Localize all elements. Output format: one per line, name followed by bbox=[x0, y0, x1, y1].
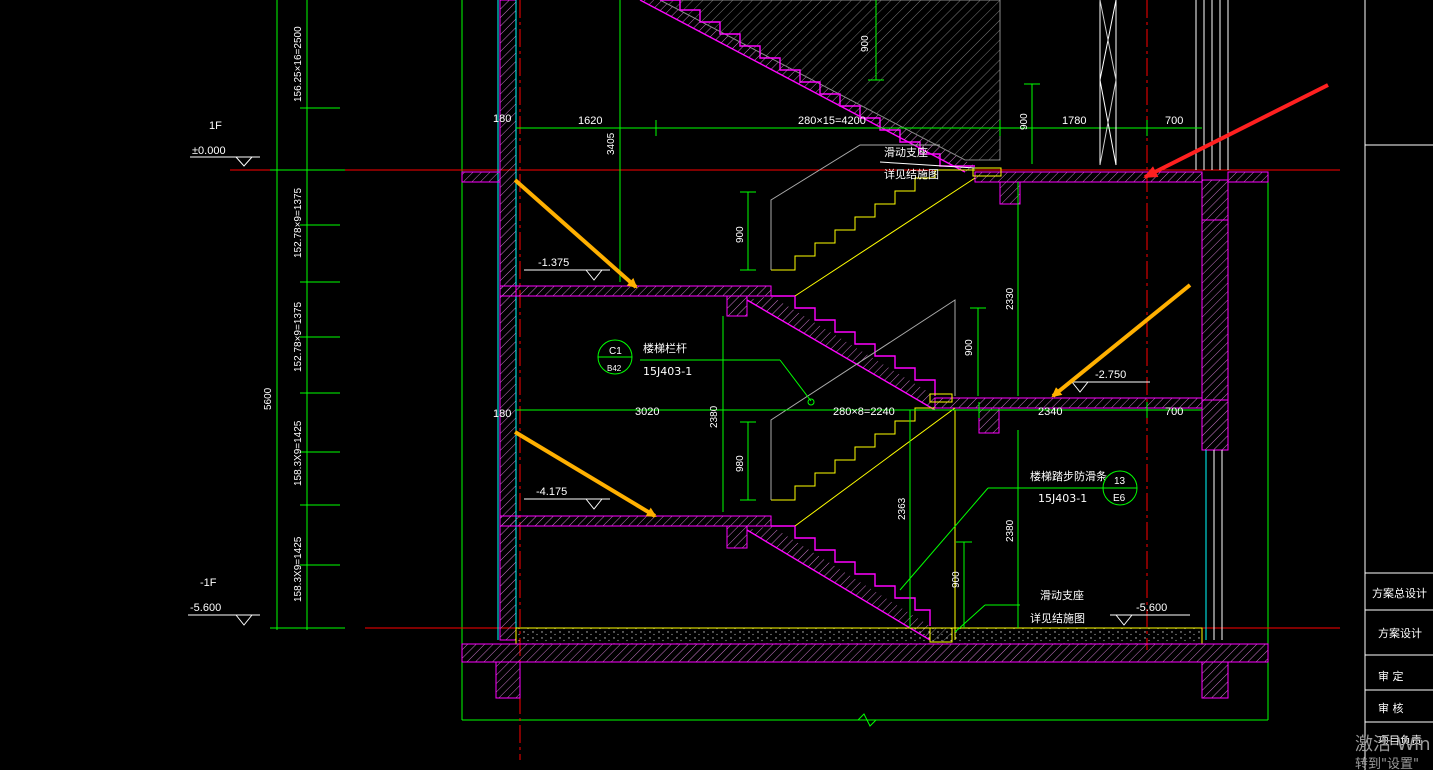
dim-v980: 980 bbox=[735, 455, 746, 472]
upper-flight bbox=[639, 0, 1001, 173]
dim-left-5: 158.3X9=1425 bbox=[293, 536, 304, 602]
outer-frame bbox=[461, 0, 1269, 727]
c1-index-bottom: B42 bbox=[607, 364, 622, 373]
svg-text:-5.600: -5.600 bbox=[1136, 602, 1167, 614]
window-elevation bbox=[1099, 0, 1117, 166]
title-block bbox=[1364, 0, 1433, 770]
svg-text:详见结施图: 详见结施图 bbox=[884, 167, 939, 181]
dim-top-1780: 1780 bbox=[1062, 115, 1086, 127]
svg-text:-2.750: -2.750 bbox=[1095, 369, 1126, 381]
dim-left-4: 158.3X9=1425 bbox=[293, 420, 304, 486]
svg-text:滑动支座: 滑动支座 bbox=[1040, 588, 1084, 602]
dim-top-run: 280×15=4200 bbox=[798, 115, 866, 127]
dim-v2363: 2363 bbox=[897, 497, 908, 520]
svg-text:详见结施图: 详见结施图 bbox=[1030, 611, 1085, 625]
title-row-1: 方案总设计 bbox=[1372, 586, 1427, 600]
title-row-3: 审 定 bbox=[1378, 669, 1404, 683]
dim-v900-mid: 900 bbox=[964, 339, 975, 356]
svg-text:-4.175: -4.175 bbox=[536, 486, 567, 498]
dim-v900-bot: 900 bbox=[951, 571, 962, 588]
dim-mid-3020: 3020 bbox=[635, 406, 659, 418]
dim-top-700: 700 bbox=[1165, 115, 1183, 127]
dim-left-1: 156.25×16=2500 bbox=[293, 26, 304, 102]
level-marker-1f: 1F ±0.000 bbox=[190, 120, 260, 167]
basement-slab bbox=[461, 627, 1269, 699]
dim-mid-2340: 2340 bbox=[1038, 406, 1062, 418]
landing-m1375 bbox=[499, 285, 772, 317]
c1-index-top: C1 bbox=[609, 346, 622, 357]
lower-flight bbox=[746, 525, 953, 643]
level-marker-m1f: -1F -5.600 bbox=[188, 577, 260, 626]
svg-text:15J403-1: 15J403-1 bbox=[1038, 492, 1087, 505]
level-marker-m5600-right: -5.600 bbox=[1110, 602, 1190, 626]
svg-text:15J403-1: 15J403-1 bbox=[643, 365, 692, 378]
upward-flight-outlines bbox=[770, 144, 976, 640]
e6-index-bottom: E6 bbox=[1113, 493, 1126, 504]
level-marker-m1375: -1.375 bbox=[524, 257, 610, 281]
svg-text:-5.600: -5.600 bbox=[190, 602, 221, 614]
dim-v2380: 2380 bbox=[709, 405, 720, 428]
annotation-slide-support-top: 滑动支座 详见结施图 bbox=[879, 145, 976, 181]
dim-mid-run: 280×8=2240 bbox=[833, 406, 895, 418]
title-row-2: 方案设计 bbox=[1378, 626, 1422, 640]
highlight-arrows bbox=[513, 83, 1329, 518]
annotation-handrail: C1 B42 楼梯栏杆 15J403-1 bbox=[597, 339, 815, 406]
dim-mid-180: 180 bbox=[493, 408, 511, 420]
left-dimension-chain bbox=[270, 0, 345, 630]
dim-top-180: 180 bbox=[493, 113, 511, 125]
annotation-slide-support-bottom: 滑动支座 详见结施图 bbox=[954, 588, 1085, 633]
dim-v900-left: 900 bbox=[735, 226, 746, 243]
dim-left-total: 5600 bbox=[263, 387, 274, 410]
svg-text:-1.375: -1.375 bbox=[538, 257, 569, 269]
watermark-line-1: 激活 Win bbox=[1355, 734, 1431, 755]
dim-v2380-b: 2380 bbox=[1005, 519, 1016, 542]
dim-v900-top: 900 bbox=[860, 35, 871, 52]
dim-top-1620: 1620 bbox=[578, 115, 602, 127]
dim-mid-700: 700 bbox=[1165, 406, 1183, 418]
svg-text:楼梯踏步防滑条: 楼梯踏步防滑条 bbox=[1030, 469, 1107, 483]
dim-v2330: 2330 bbox=[1005, 287, 1016, 310]
dim-v3405: 3405 bbox=[606, 132, 617, 155]
right-wall bbox=[1195, 0, 1229, 640]
e6-index-top: 13 bbox=[1114, 476, 1126, 487]
svg-text:滑动支座: 滑动支座 bbox=[884, 145, 928, 159]
watermark-line-2: 转到"设置" bbox=[1355, 757, 1419, 770]
dim-left-3: 152.78×9=1375 bbox=[293, 301, 304, 372]
dim-v900-top2: 900 bbox=[1019, 113, 1030, 130]
svg-text:1F: 1F bbox=[209, 120, 222, 132]
slab-ground bbox=[461, 167, 1269, 205]
level-marker-m2750: -2.750 bbox=[1068, 369, 1150, 393]
svg-text:楼梯栏杆: 楼梯栏杆 bbox=[643, 341, 687, 355]
landing-m4175 bbox=[499, 515, 772, 549]
title-row-4: 审 核 bbox=[1378, 701, 1404, 715]
landing-m2750 bbox=[929, 393, 1203, 434]
dim-left-2: 152.78×9=1375 bbox=[293, 187, 304, 258]
interior-dimensions bbox=[516, 0, 1202, 628]
svg-text:±0.000: ±0.000 bbox=[192, 145, 226, 157]
title-row-5: 项目负责 bbox=[1378, 733, 1422, 747]
annotation-tread: 楼梯踏步防滑条 15J403-1 13 E6 bbox=[899, 469, 1138, 591]
svg-text:-1F: -1F bbox=[200, 577, 217, 589]
level-marker-m4175: -4.175 bbox=[524, 486, 610, 510]
left-wall bbox=[497, 0, 517, 641]
middle-flight bbox=[746, 295, 936, 411]
